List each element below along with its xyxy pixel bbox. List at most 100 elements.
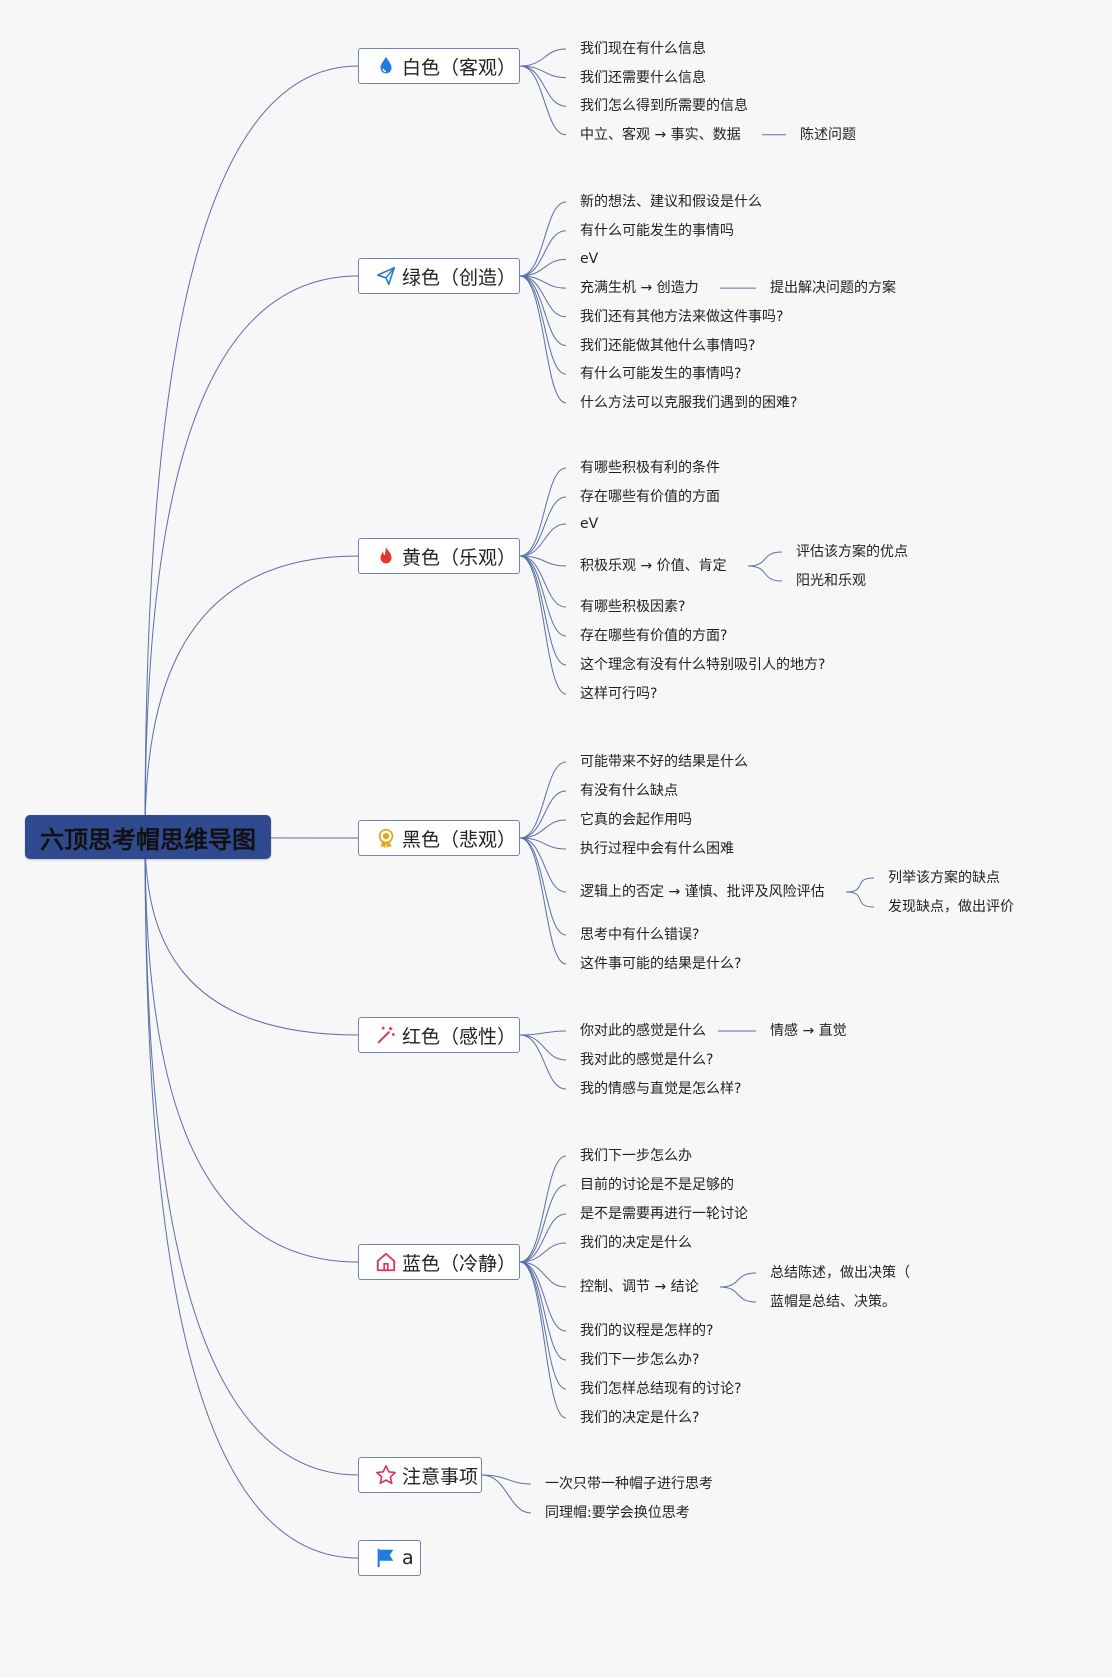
topic-item[interactable]: 同理帽:要学会换位思考 bbox=[545, 1505, 690, 1521]
subtopic-item[interactable]: 蓝帽是总结、决策。 bbox=[770, 1294, 896, 1310]
hat-label: 蓝色（冷静） bbox=[402, 1252, 517, 1275]
hat-label: a bbox=[402, 1547, 414, 1569]
connector-line bbox=[519, 1242, 567, 1263]
topic-item[interactable]: 思考中有什么错误? bbox=[580, 927, 700, 943]
connector-line bbox=[519, 275, 567, 404]
topic-item[interactable]: 有哪些积极有利的条件 bbox=[580, 460, 720, 476]
connector-line bbox=[519, 1261, 567, 1288]
topic-item[interactable]: eV bbox=[580, 516, 599, 532]
topic-item[interactable]: 新的想法、建议和假设是什么 bbox=[580, 194, 762, 210]
connector-line bbox=[519, 48, 567, 67]
connector-line bbox=[144, 275, 359, 838]
topic-item[interactable]: 执行过程中会有什么困难 bbox=[580, 841, 734, 857]
topic-item[interactable]: 逻辑上的否定 → 谨慎、批评及风险评估 bbox=[580, 884, 825, 900]
hat-node[interactable]: 蓝色（冷静） bbox=[358, 1244, 520, 1280]
topic-item[interactable]: 我们下一步怎么办 bbox=[580, 1148, 692, 1164]
topic-item[interactable]: 我们的决定是什么? bbox=[580, 1410, 700, 1426]
star-icon bbox=[375, 1464, 397, 1486]
connector-line bbox=[519, 837, 567, 936]
topic-item[interactable]: 我们还能做其他什么事情吗? bbox=[580, 337, 756, 354]
topic-item[interactable]: 中立、客观 → 事实、数据 bbox=[580, 126, 741, 143]
connector-line bbox=[481, 1474, 532, 1514]
topic-item[interactable]: 我们现在有什么信息 bbox=[580, 41, 706, 57]
connector-line bbox=[519, 65, 567, 107]
topic-item[interactable]: 可能带来不好的结果是什么 bbox=[580, 754, 748, 770]
topic-item[interactable]: 存在哪些有价值的方面 bbox=[580, 489, 720, 505]
connector-line bbox=[519, 555, 567, 567]
connector-line bbox=[747, 551, 783, 567]
topic-item[interactable]: 控制、调节 → 结论 bbox=[580, 1279, 699, 1295]
hat-node[interactable]: 注意事项 bbox=[358, 1457, 482, 1493]
topic-item[interactable]: 我们的决定是什么 bbox=[580, 1235, 692, 1251]
connector-line bbox=[519, 819, 567, 839]
topic-item[interactable]: 一次只带一种帽子进行思考 bbox=[545, 1476, 713, 1492]
connector-line bbox=[519, 837, 567, 893]
connector-line bbox=[519, 65, 567, 136]
connector-line bbox=[519, 1034, 567, 1061]
home-icon bbox=[375, 1251, 397, 1273]
root-topic[interactable]: 六顶思考帽思维导图 bbox=[25, 815, 271, 859]
connector-line bbox=[519, 1261, 567, 1419]
topic-item[interactable]: 我们还有其他方法来做这件事吗? bbox=[580, 308, 784, 325]
subtopic-item[interactable]: 总结陈述，做出决策（ bbox=[770, 1265, 910, 1281]
connector-line bbox=[144, 555, 359, 838]
drop-icon bbox=[375, 55, 397, 77]
topic-item[interactable]: 它真的会起作用吗 bbox=[580, 812, 692, 828]
subtopic-item[interactable]: 陈述问题 bbox=[800, 126, 856, 143]
connector-line bbox=[519, 555, 567, 608]
subtopic-item[interactable]: 发现缺点，做出评价 bbox=[888, 899, 1014, 915]
connector-line bbox=[519, 201, 567, 277]
hat-node[interactable]: 绿色（创造） bbox=[358, 258, 520, 294]
hat-node[interactable]: 黄色（乐观） bbox=[358, 538, 520, 574]
hat-label: 白色（客观） bbox=[402, 56, 517, 79]
topic-item[interactable]: 这样可行吗? bbox=[580, 686, 658, 702]
topic-item[interactable]: 有没有什么缺点 bbox=[580, 783, 678, 799]
connector-line bbox=[747, 565, 783, 582]
subtopic-item[interactable]: 评估该方案的优点 bbox=[796, 544, 908, 560]
hat-label: 黑色（悲观） bbox=[402, 828, 517, 851]
hat-label: 红色（感性） bbox=[402, 1025, 517, 1048]
subtopic-item[interactable]: 提出解决问题的方案 bbox=[770, 280, 896, 297]
connector-line bbox=[519, 275, 567, 346]
topic-item[interactable]: 有什么可能发生的事情吗? bbox=[580, 366, 742, 383]
topic-item[interactable]: 我的情感与直觉是怎么样? bbox=[580, 1081, 742, 1097]
topic-item[interactable]: 我们的议程是怎样的? bbox=[580, 1323, 714, 1339]
topic-item[interactable]: 有哪些积极因素? bbox=[580, 599, 686, 615]
paper-plane-icon bbox=[375, 265, 397, 287]
connector-line bbox=[845, 891, 875, 908]
connector-line bbox=[519, 230, 567, 277]
subtopic-item[interactable]: 情感 → 直觉 bbox=[770, 1023, 847, 1039]
topic-item[interactable]: 你对此的感觉是什么 bbox=[580, 1023, 706, 1039]
connector-line bbox=[719, 1286, 757, 1303]
topic-item[interactable]: 我们下一步怎么办? bbox=[580, 1352, 700, 1368]
topic-item[interactable]: 有什么可能发生的事情吗 bbox=[580, 222, 734, 239]
medal-icon bbox=[375, 827, 397, 849]
topic-item[interactable]: 我们怎样总结现有的讨论? bbox=[580, 1381, 742, 1397]
connector-line bbox=[144, 836, 359, 1559]
hat-node[interactable]: a bbox=[358, 1540, 421, 1576]
subtopic-item[interactable]: 阳光和乐观 bbox=[796, 573, 866, 589]
hat-node[interactable]: 白色（客观） bbox=[358, 48, 520, 84]
hat-node[interactable]: 黑色（悲观） bbox=[358, 820, 520, 856]
hat-label: 注意事项 bbox=[402, 1465, 479, 1488]
topic-item[interactable]: 我们还需要什么信息 bbox=[580, 69, 706, 86]
topic-item[interactable]: 这件事可能的结果是什么? bbox=[580, 956, 742, 972]
topic-item[interactable]: 我对此的感觉是什么? bbox=[580, 1052, 714, 1068]
topic-item[interactable]: 充满生机 → 创造力 bbox=[580, 280, 699, 297]
topic-item[interactable]: 我们怎么得到所需要的信息 bbox=[580, 98, 748, 115]
flag-icon bbox=[375, 1547, 397, 1569]
topic-item[interactable]: 什么方法可以克服我们遇到的困难? bbox=[580, 394, 798, 411]
topic-item[interactable]: eV bbox=[580, 251, 599, 268]
connector-line bbox=[519, 1155, 567, 1263]
topic-item[interactable]: 积极乐观 → 价值、肯定 bbox=[580, 558, 727, 574]
topic-item[interactable]: 存在哪些有价值的方面? bbox=[580, 628, 728, 644]
topic-item[interactable]: 是不是需要再进行一轮讨论 bbox=[580, 1206, 748, 1222]
hat-node[interactable]: 红色（感性） bbox=[358, 1017, 520, 1053]
connector-line bbox=[519, 555, 567, 637]
connector-line bbox=[519, 790, 567, 839]
subtopic-item[interactable]: 列举该方案的缺点 bbox=[888, 870, 1000, 886]
connector-line bbox=[519, 523, 567, 557]
topic-item[interactable]: 这个理念有没有什么特别吸引人的地方? bbox=[580, 657, 826, 673]
topic-item[interactable]: 目前的讨论是不是足够的 bbox=[580, 1177, 734, 1193]
hat-label: 绿色（创造） bbox=[402, 266, 517, 289]
